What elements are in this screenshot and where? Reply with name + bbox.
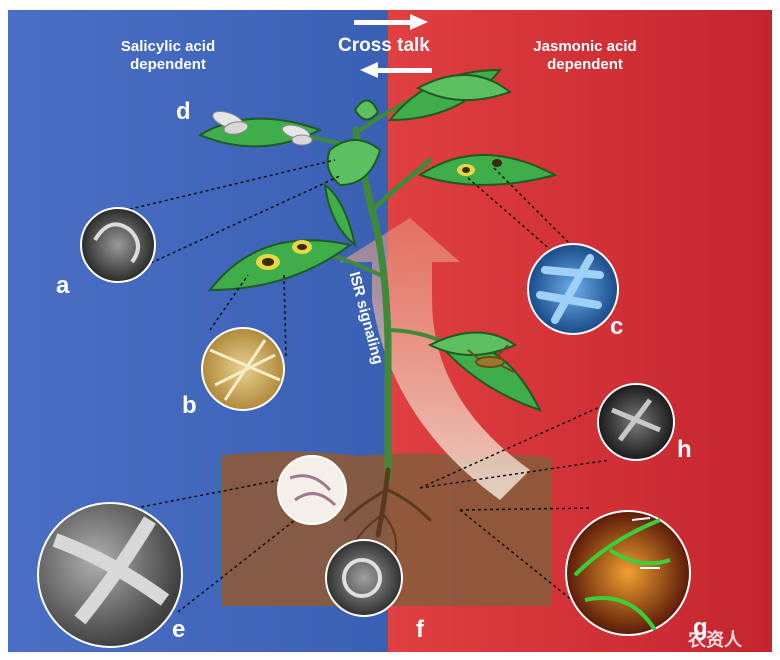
watermark: 农资人 bbox=[688, 630, 742, 651]
salicylic-line1: Salicylic acid bbox=[120, 38, 216, 55]
whitefly-insects bbox=[212, 110, 313, 146]
micrograph-e bbox=[37, 502, 183, 648]
panel-label-e: e bbox=[172, 616, 186, 643]
panel-label-f: f bbox=[416, 616, 424, 643]
panel-label-h: h bbox=[677, 436, 692, 463]
salicylic-line2: dependent bbox=[130, 56, 206, 73]
panel-label-d: d bbox=[176, 98, 191, 125]
panel-label-g: g bbox=[693, 614, 708, 641]
panel-label-a: a bbox=[56, 272, 70, 299]
micrograph-g bbox=[565, 510, 691, 636]
panel-label-c: c bbox=[610, 313, 624, 340]
plant-roots bbox=[343, 467, 432, 556]
jasmonic-line1: Jasmonic acid bbox=[533, 38, 637, 55]
micrograph-f bbox=[325, 539, 403, 617]
leaf-lesions bbox=[256, 159, 502, 270]
micrograph-roots-inset bbox=[277, 455, 347, 525]
cross-talk-label: Cross talk bbox=[338, 35, 430, 56]
panel-label-b: b bbox=[182, 392, 197, 419]
leaves bbox=[197, 68, 558, 412]
micrograph-a bbox=[80, 207, 156, 283]
jasmonic-acid-header: Jasmonic acid dependent bbox=[500, 38, 670, 74]
grasshopper-insect bbox=[467, 344, 515, 373]
cross-talk-arrows bbox=[354, 14, 432, 78]
micrograph-c bbox=[527, 243, 619, 335]
micrograph-b bbox=[201, 327, 285, 411]
jasmonic-line2: dependent bbox=[547, 56, 623, 73]
micrograph-h bbox=[597, 383, 675, 461]
salicylic-acid-header: Salicylic acid dependent bbox=[83, 38, 253, 74]
